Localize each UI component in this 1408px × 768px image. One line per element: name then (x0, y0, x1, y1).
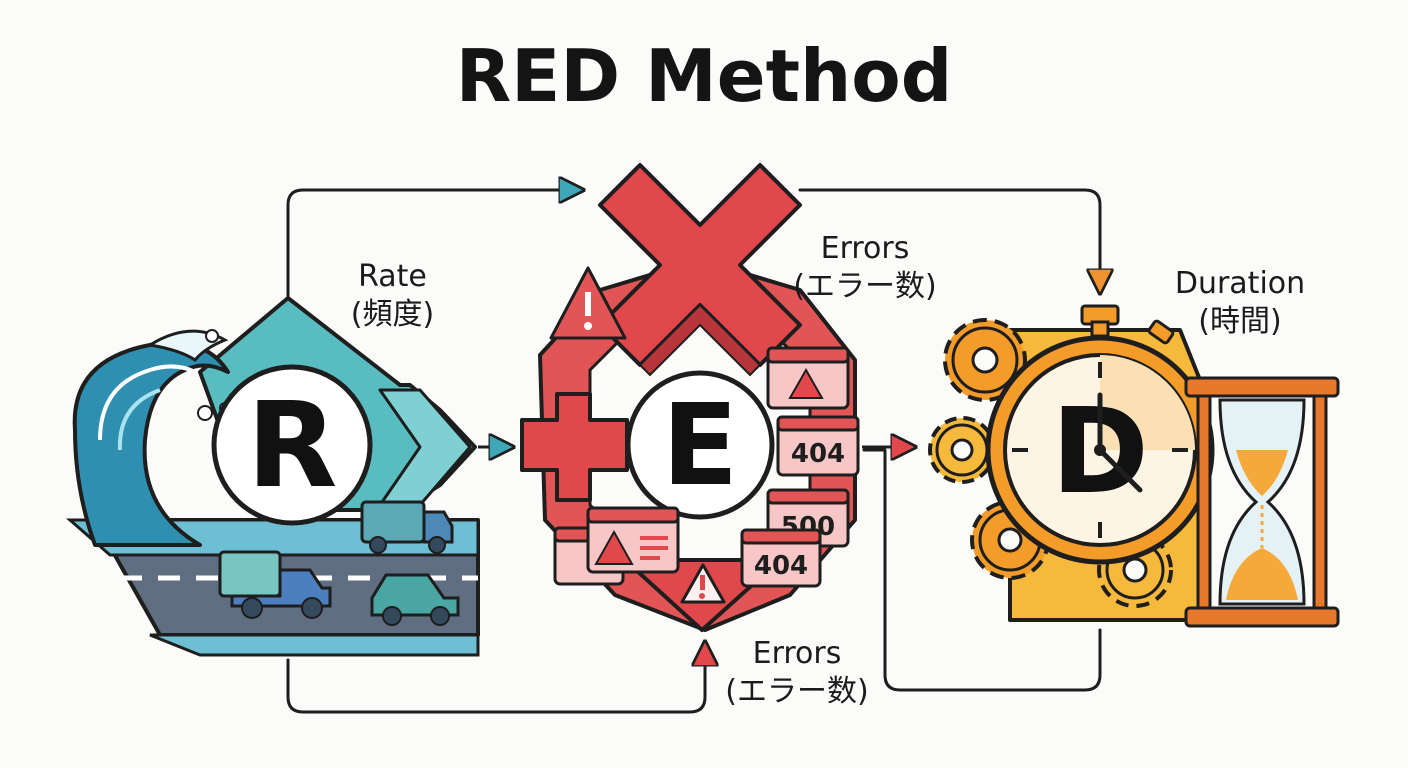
errors-bottom-name: Errors (752, 636, 842, 671)
error-code-window: 404 (740, 528, 822, 588)
diagram-title: RED Method (455, 34, 953, 118)
error-code-404-second: 404 (754, 551, 808, 581)
duration-illustration: D (928, 304, 1340, 628)
errors-letter: E (662, 381, 739, 511)
errors-name: Errors (820, 231, 910, 266)
rate-jp: (頻度) (350, 297, 435, 332)
duration-label: Duration (時間) (1155, 265, 1325, 341)
truck-icon (218, 550, 332, 619)
truck-icon (360, 500, 454, 554)
hourglass-icon (1184, 376, 1340, 628)
errors-label-bottom: Errors (エラー数) (712, 635, 882, 711)
error-window (766, 346, 850, 410)
rate-name: Rate (358, 259, 427, 294)
duration-name: Duration (1174, 266, 1306, 301)
errors-label-top: Errors (エラー数) (780, 230, 950, 306)
errors-bottom-jp: (エラー数) (725, 674, 869, 709)
gear-icon (928, 416, 996, 484)
connector-bottom (286, 448, 1102, 714)
car-icon (370, 573, 460, 626)
rate-illustration: R (66, 296, 480, 657)
rate-label: Rate (頻度) (330, 258, 455, 334)
errors-illustration: E 404 500 (520, 163, 860, 632)
error-window (586, 506, 680, 574)
duration-jp: (時間) (1198, 304, 1282, 339)
warning-icon (680, 563, 726, 604)
error-code-404: 404 (791, 439, 845, 469)
warning-icon (549, 266, 627, 340)
connector-top (286, 190, 1100, 302)
stopwatch-icon: D (985, 304, 1215, 565)
rate-letter: R (247, 376, 338, 514)
error-code-window: 404 (776, 415, 860, 477)
gear-icon (943, 318, 1027, 402)
x-mark-icon (598, 163, 802, 377)
errors-jp: (エラー数) (793, 269, 937, 304)
